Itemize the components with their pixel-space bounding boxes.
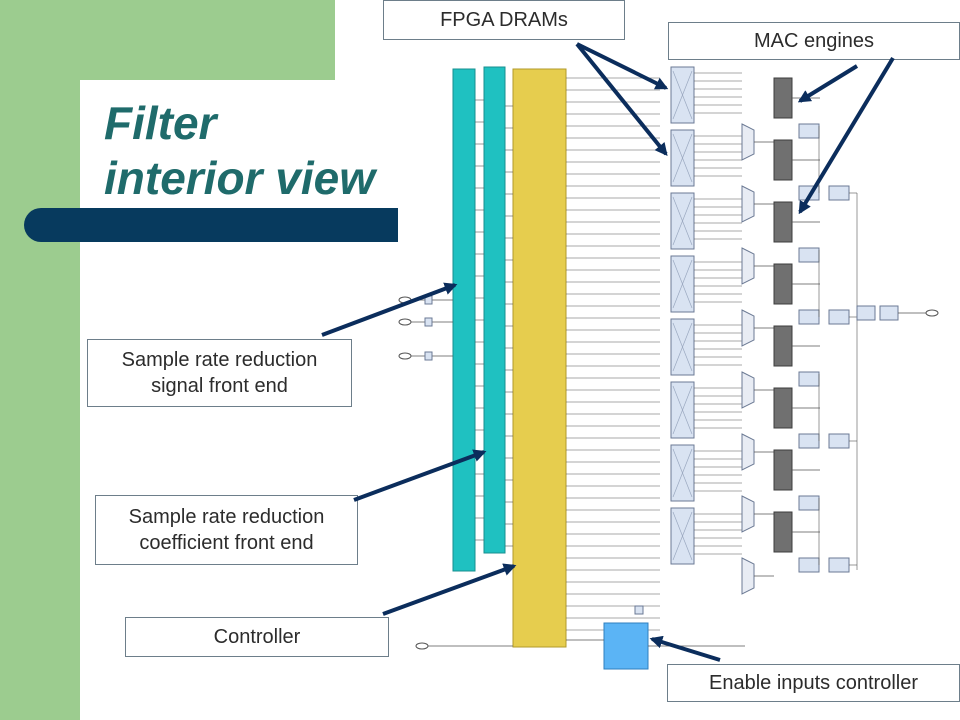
mac-engine-icon [773, 325, 793, 367]
background-band-left [0, 0, 80, 720]
adder-icon [828, 557, 850, 573]
accumulator-icon [798, 557, 820, 573]
adder-icon [828, 433, 850, 449]
controller-block [512, 68, 567, 648]
port-icon [415, 642, 429, 650]
slide-title: Filter interior view [104, 97, 375, 204]
enable-inputs-controller-block [603, 622, 649, 670]
accumulator-icon [798, 495, 820, 511]
callout-mac-engines: MAC engines [668, 22, 960, 60]
port-icon [398, 318, 412, 326]
accumulator-icon [798, 309, 820, 325]
mux-icon [741, 123, 755, 161]
mac-engine-icon [773, 263, 793, 305]
dram-detail [672, 385, 693, 435]
port-icon [925, 309, 939, 317]
dram-detail [672, 448, 693, 498]
callout-signal-front-end: Sample rate reduction signal front end [87, 339, 352, 407]
mac-engine-icon [773, 511, 793, 553]
callout-enable-inputs-controller: Enable inputs controller [667, 664, 960, 702]
gateway-icon [424, 317, 433, 327]
dram-detail [672, 322, 693, 372]
mux-icon [741, 495, 755, 533]
gateway-icon [424, 295, 433, 305]
mac-engine-icon [773, 387, 793, 429]
mac-engine-icon [773, 139, 793, 181]
mac-engine-icon [773, 449, 793, 491]
signal-front-end-block [452, 68, 476, 572]
mux-icon [741, 185, 755, 223]
coefficient-front-end-block [483, 66, 506, 554]
accumulator-icon [798, 123, 820, 139]
background-band-top [0, 0, 335, 80]
mac-engine-icon [773, 201, 793, 243]
title-underline-bar [24, 208, 398, 242]
accumulator-icon [798, 433, 820, 449]
accumulator-icon [798, 185, 820, 201]
mux-icon [741, 433, 755, 471]
mac-engine-icon [773, 77, 793, 119]
adder-icon [828, 185, 850, 201]
adder-icon [856, 305, 876, 321]
port-icon [398, 296, 412, 304]
callout-coefficient-front-end: Sample rate reduction coefficient front … [95, 495, 358, 565]
mux-icon [741, 557, 755, 595]
port-icon [398, 352, 412, 360]
dram-detail [672, 133, 693, 183]
accumulator-icon [798, 371, 820, 387]
dram-detail [672, 511, 693, 561]
accumulator-icon [798, 247, 820, 263]
mux-icon [741, 371, 755, 409]
dram-detail [672, 70, 693, 120]
callout-controller: Controller [125, 617, 389, 657]
gateway-icon [424, 351, 433, 361]
gateway-icon [634, 605, 644, 615]
adder-icon [879, 305, 899, 321]
dram-detail [672, 196, 693, 246]
callout-fpga-drams: FPGA DRAMs [383, 0, 625, 40]
mux-icon [741, 309, 755, 347]
adder-icon [828, 309, 850, 325]
dram-detail [672, 259, 693, 309]
mux-icon [741, 247, 755, 285]
